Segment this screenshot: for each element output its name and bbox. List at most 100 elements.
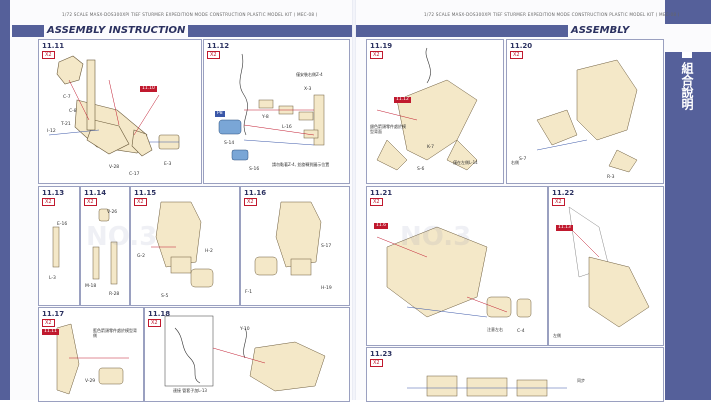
part-label: R-28 xyxy=(109,291,119,297)
step-number: 11.17 xyxy=(42,310,65,318)
callout-tag: 11.10 xyxy=(140,86,157,92)
callout-tag: P8 xyxy=(215,111,225,117)
step-number: 11.15 xyxy=(134,189,157,197)
note-text: 注意左右 xyxy=(487,327,503,332)
step-panel-11-21: 11.21 X2 C-4 11.6 注意左右 xyxy=(366,186,548,346)
quantity-badge: X2 xyxy=(84,198,97,206)
part-label: I-12 xyxy=(47,128,56,134)
part-label: L-3 xyxy=(49,275,56,281)
part-label: T-21 xyxy=(60,121,71,127)
note-text: 藍色箭頭零件處於模型背側 xyxy=(93,328,137,338)
part-label: F-1 xyxy=(245,289,252,295)
side-section-label: 組合說明 xyxy=(680,62,694,110)
running-head-right: 1/72 SCALE MASX-DOS300XPI TIEF STURMER E… xyxy=(424,12,680,17)
step-diagram xyxy=(568,206,650,328)
note-text: 同步 xyxy=(577,378,585,383)
part-label: X-3 xyxy=(304,86,311,92)
quantity-badge: X2 xyxy=(134,198,147,206)
page-title-left: ASSEMBLY INSTRUCTION xyxy=(44,24,189,38)
step-diagram: V-26 M-18 R-28 xyxy=(85,208,119,297)
part-label: E-16 xyxy=(57,221,67,227)
part-label: V-26 xyxy=(107,209,117,215)
step-panel-11-11: 11.11 X2 C-7 C-8 I-12 T-21 xyxy=(38,39,202,184)
note-text: 右側 xyxy=(511,160,519,165)
step-panel-11-15: 11.15 X2 G-2 H-2 S-5 xyxy=(130,186,240,306)
step-number: 11.21 xyxy=(370,189,393,197)
step-panel-11-19: 11.19 X2 K-7 S-6 11.12 銀色箭頭零件處於模型背面 僅在左側… xyxy=(366,39,504,184)
quantity-badge: X2 xyxy=(42,198,55,206)
part-label: H-2 xyxy=(205,248,213,254)
callout-tag: 11.11 xyxy=(42,329,59,335)
quantity-badge: X2 xyxy=(552,198,565,206)
step-number: 11.14 xyxy=(84,189,107,197)
step-number: 11.18 xyxy=(148,310,171,318)
part-label: S-5 xyxy=(161,293,168,299)
callout-tag: 11.13 xyxy=(556,225,573,231)
quantity-badge: X2 xyxy=(244,198,257,206)
step-panel-11-23: 11.23 X2 同步 xyxy=(366,347,664,402)
note-text: 僅安裝右側Z-4 xyxy=(296,72,323,77)
quantity-badge: X2 xyxy=(370,359,383,367)
step-number: 11.12 xyxy=(207,42,230,50)
part-label: C-17 xyxy=(129,171,140,177)
watermark: NO.3 xyxy=(400,222,472,252)
part-label: M-18 xyxy=(85,283,96,289)
step-number: 11.22 xyxy=(552,189,575,197)
quantity-badge: X2 xyxy=(510,51,523,59)
step-diagram: C-7 C-8 I-12 T-21 E-3 V-28 C-17 xyxy=(47,55,180,177)
quantity-badge: X2 xyxy=(148,319,161,327)
part-label: C-7 xyxy=(63,94,71,100)
note-text: 僅在左側L-14 xyxy=(453,160,478,165)
part-label: S-7 xyxy=(519,156,526,162)
step-diagram: C-4 xyxy=(376,226,532,334)
step-panel-11-17: 11.17 X2 V-29 藍色箭頭零件處於模型背側 11.11 xyxy=(38,307,144,402)
quantity-badge: X2 xyxy=(370,51,383,59)
part-label: C-4 xyxy=(517,328,525,334)
part-label: G-2 xyxy=(137,253,145,259)
step-diagram: S-7 R-3 xyxy=(519,59,638,180)
step-diagram: V-29 xyxy=(56,323,129,395)
part-label: Y-8 xyxy=(261,114,269,120)
callout-tag: 11.6 xyxy=(374,223,389,229)
step-diagram: Y-8 L-16 X-3 S-16 S-14 xyxy=(218,53,325,172)
part-label: S-14 xyxy=(224,140,234,146)
part-label: H-19 xyxy=(321,285,332,291)
step-number: 11.23 xyxy=(370,350,393,358)
step-panel-11-13: 11.13 X2 E-16 L-3 xyxy=(38,186,80,306)
quantity-badge: X2 xyxy=(42,319,55,327)
step-panel-11-18: 11.18 X2 Y-10 連接 管套子加L-13 xyxy=(144,307,350,402)
watermark: NO.3 xyxy=(86,222,158,252)
step-diagram xyxy=(407,375,567,397)
step-number: 11.19 xyxy=(370,42,393,50)
page-gutter xyxy=(352,0,356,400)
part-label: V-28 xyxy=(109,164,119,170)
part-label: E-3 xyxy=(164,161,171,167)
part-label: Y-10 xyxy=(239,326,250,332)
quantity-badge: X2 xyxy=(42,51,55,59)
part-label: S-17 xyxy=(321,243,331,249)
step-diagram: G-2 H-2 S-5 xyxy=(137,201,214,299)
quantity-badge: X2 xyxy=(370,198,383,206)
step-number: 11.13 xyxy=(42,189,65,197)
step-panel-11-22: 11.22 X2 11.13 左側 xyxy=(548,186,664,346)
part-label: K-7 xyxy=(427,144,434,150)
step-panel-11-16: 11.16 X2 S-17 F-1 H-19 xyxy=(240,186,350,306)
step-panel-11-14: 11.14 X2 V-26 M-18 R-28 xyxy=(80,186,130,306)
step-diagram: E-16 L-3 xyxy=(49,221,67,281)
step-number: 11.16 xyxy=(244,189,267,197)
right-page-edge-band xyxy=(665,0,711,400)
side-section-tab: 組合說明 xyxy=(674,48,700,114)
quantity-badge: X2 xyxy=(207,51,220,59)
part-label: S-16 xyxy=(249,166,259,172)
step-number: 11.20 xyxy=(510,42,533,50)
running-head-left: 1/72 SCALE MASX-DOS300XPI TIEF STURMER E… xyxy=(62,12,318,17)
step-diagram: Y-10 xyxy=(164,315,326,392)
step-panel-11-20: 11.20 X2 S-7 R-3 右側 xyxy=(506,39,664,184)
step-diagram: S-17 F-1 H-19 xyxy=(245,201,332,295)
part-label: C-8 xyxy=(69,108,77,114)
callout-tag: 11.12 xyxy=(394,97,411,103)
note-text: 左側 xyxy=(553,333,561,338)
step-diagram: K-7 S-6 xyxy=(376,47,478,172)
part-label: V-29 xyxy=(85,378,95,384)
